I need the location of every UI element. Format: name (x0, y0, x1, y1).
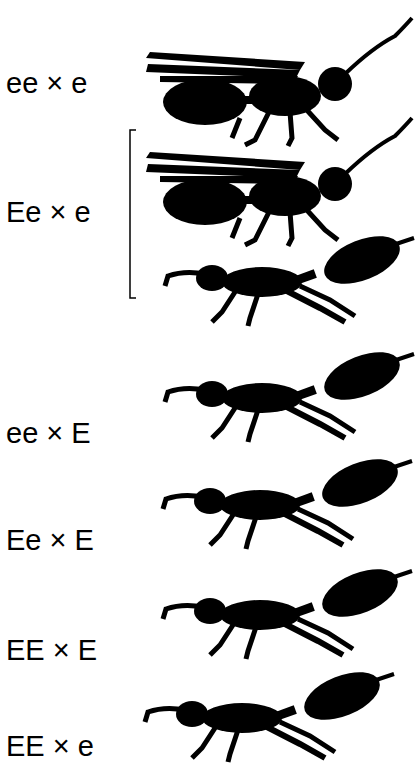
genotype-label: ee × E (6, 419, 91, 448)
genotype-label: Ee × e (6, 198, 91, 227)
genotype-label: ee × e (6, 69, 87, 98)
genotype-label: Ee × E (6, 526, 94, 555)
genotype-label: EE × e (6, 732, 94, 761)
genotype-label: EE × E (6, 636, 97, 665)
bracket (130, 130, 136, 298)
